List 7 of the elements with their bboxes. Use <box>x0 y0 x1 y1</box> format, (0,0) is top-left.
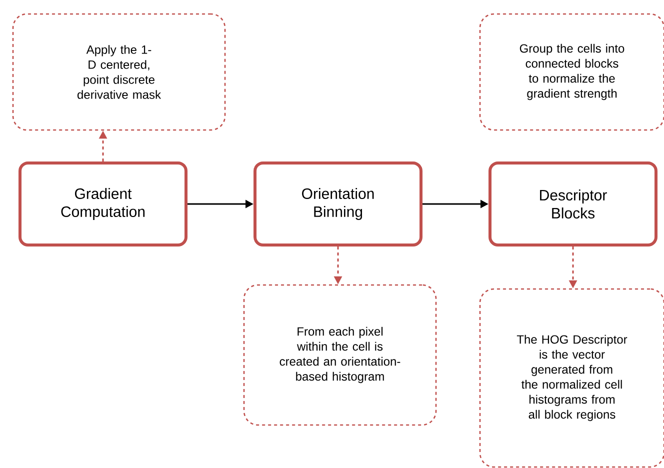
note-box: From each pixel within the cell is created an orientation-based histogram <box>243 284 437 426</box>
note-box: Group the cells into connected blocks to normalize the gradient strength <box>479 13 664 131</box>
process-box: Descriptor Blocks <box>488 162 658 246</box>
process-box: Gradient Computation <box>18 162 188 246</box>
note-box: The HOG Descriptor is the vector generated from the normalized cell histograms from all block regions <box>479 288 664 468</box>
process-box: Orientation Binning <box>254 162 422 246</box>
note-box: Apply the 1-D centered, point discrete derivative mask <box>12 13 226 131</box>
